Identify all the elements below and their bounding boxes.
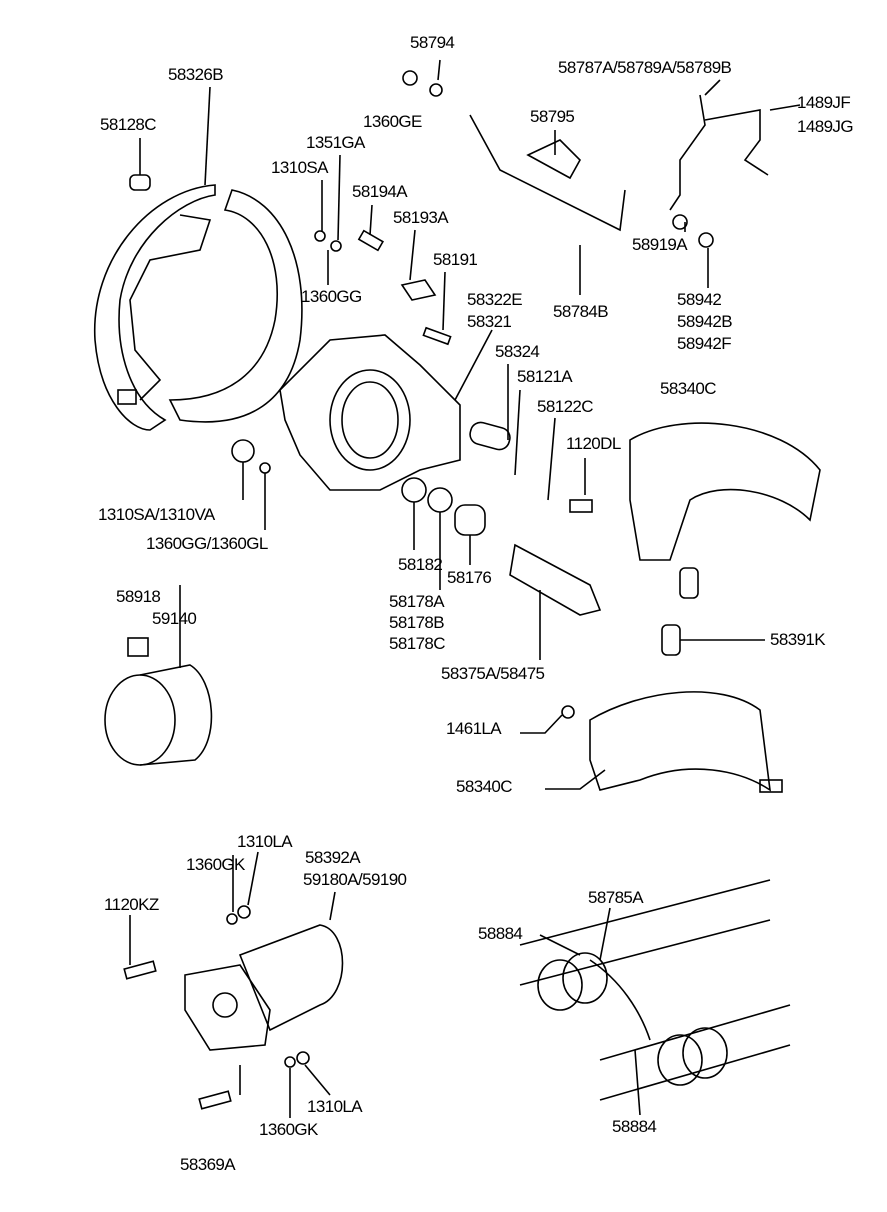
- part-label-1360GK-top[interactable]: 1360GK: [186, 855, 245, 874]
- part-label-58178A[interactable]: 58178A: [389, 592, 445, 611]
- part-label-58884-bottom[interactable]: 58884: [612, 1117, 657, 1136]
- part-label-58128C[interactable]: 58128C: [100, 115, 157, 134]
- nut-drawing: [231, 439, 255, 463]
- part-label-58191[interactable]: 58191: [433, 250, 478, 269]
- leader-lines: [129, 59, 801, 1118]
- part-label-58194A[interactable]: 58194A: [352, 182, 408, 201]
- part-label-58178C[interactable]: 58178C: [389, 634, 446, 653]
- part-label-58321[interactable]: 58321: [467, 312, 512, 331]
- part-label-1120DL[interactable]: 1120DL: [566, 434, 621, 453]
- part-label-58375A-58475[interactable]: 58375A/58475: [441, 664, 545, 683]
- part-label-58326B[interactable]: 58326B: [168, 65, 224, 84]
- part-label-1310SA-1310VA[interactable]: 1310SA/1310VA: [98, 505, 215, 524]
- part-label-58918[interactable]: 58918: [116, 587, 161, 606]
- brake-chamber-drawing: [104, 637, 213, 766]
- anchor-spider-drawing: [279, 334, 461, 491]
- part-label-1360GK-bottom[interactable]: 1360GK: [259, 1120, 318, 1139]
- brake-shoe-bottom-drawing: [589, 691, 772, 792]
- part-label-58182[interactable]: 58182: [398, 555, 443, 574]
- part-label-1351GA[interactable]: 1351GA: [306, 133, 365, 152]
- part-label-1120KZ[interactable]: 1120KZ: [104, 895, 159, 914]
- part-label-58942B[interactable]: 58942B: [677, 312, 733, 331]
- brake-pipe-drawing: [669, 94, 706, 211]
- part-label-58785A[interactable]: 58785A: [588, 888, 644, 907]
- part-label-58122C[interactable]: 58122C: [537, 397, 594, 416]
- part-label-1310SA[interactable]: 1310SA: [271, 158, 329, 177]
- part-label-58193A[interactable]: 58193A: [393, 208, 449, 227]
- part-label-58787A[interactable]: 58787A/58789A/58789B: [558, 58, 732, 77]
- part-label-58121A[interactable]: 58121A: [517, 367, 573, 386]
- part-label-1489JG[interactable]: 1489JG: [797, 117, 854, 136]
- part-label-58176[interactable]: 58176: [447, 568, 492, 587]
- camshaft-drawing: [509, 543, 602, 616]
- part-label-1360GE[interactable]: 1360GE: [363, 112, 422, 131]
- part-label-1310LA-top[interactable]: 1310LA: [237, 832, 293, 851]
- part-label-58942[interactable]: 58942: [677, 290, 722, 309]
- part-label-58322E[interactable]: 58322E: [467, 290, 523, 309]
- part-label-1360GG[interactable]: 1360GG: [301, 287, 362, 306]
- part-label-58392A[interactable]: 58392A: [305, 848, 361, 867]
- part-label-58340C-bottom[interactable]: 58340C: [456, 777, 513, 796]
- part-label-1310LA-bottom[interactable]: 1310LA: [307, 1097, 363, 1116]
- part-label-1461LA[interactable]: 1461LA: [446, 719, 502, 738]
- part-label-1360GG-1360GL[interactable]: 1360GG/1360GL: [146, 534, 268, 553]
- brake-shoe-top-drawing: [629, 422, 821, 561]
- part-label-1489JF[interactable]: 1489JF: [797, 93, 851, 112]
- cylinder-drawing: [123, 905, 344, 1110]
- part-label-58340C-top[interactable]: 58340C: [660, 379, 717, 398]
- part-label-58794[interactable]: 58794: [410, 33, 455, 52]
- part-label-58942F[interactable]: 58942F: [677, 334, 732, 353]
- part-label-58178B[interactable]: 58178B: [389, 613, 445, 632]
- part-label-58391K[interactable]: 58391K: [770, 630, 826, 649]
- backing-plate-drawing: [94, 184, 216, 431]
- part-label-58884-top[interactable]: 58884: [478, 924, 523, 943]
- part-label-58795[interactable]: 58795: [530, 107, 575, 126]
- part-label-59180A-59190[interactable]: 59180A/59190: [303, 870, 407, 889]
- plug-drawing: [129, 174, 151, 191]
- part-label-58324[interactable]: 58324: [495, 342, 540, 361]
- washer-drawing: [259, 462, 271, 474]
- part-label-58369A[interactable]: 58369A: [180, 1155, 236, 1174]
- part-label-58919A[interactable]: 58919A: [632, 235, 688, 254]
- axle-assembly-drawing: [519, 879, 791, 1101]
- part-label-58784B[interactable]: 58784B: [553, 302, 609, 321]
- part-label-59140[interactable]: 59140: [152, 609, 197, 628]
- shoe-plate-drawing: [168, 189, 303, 423]
